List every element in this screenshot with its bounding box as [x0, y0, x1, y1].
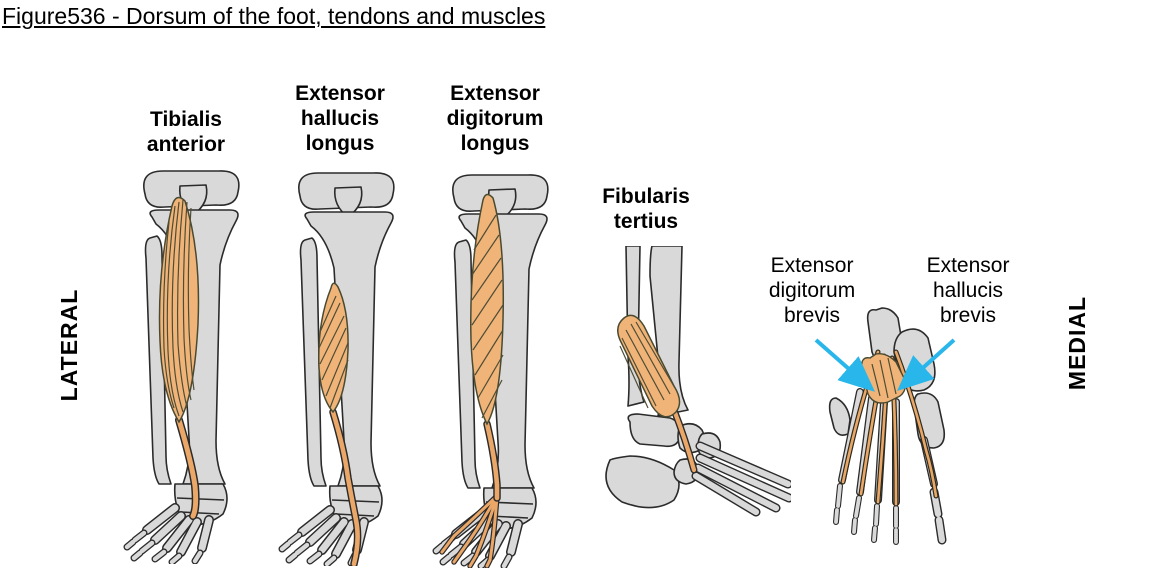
illustration-extensor-brevis-foot	[826, 300, 998, 552]
tibialis-anterior-muscle	[158, 196, 200, 520]
label-extensor-hallucis-longus: Extensor hallucis longus	[295, 82, 385, 155]
illustration-tibialis-anterior	[115, 166, 267, 564]
fibularis-tertius-muscle	[617, 314, 698, 474]
orientation-label-medial: MEDIAL	[1064, 295, 1090, 391]
label-extensor-digitorum-longus: Extensor digitorum longus	[446, 82, 544, 155]
leg-bones-group	[452, 174, 549, 530]
ehb-arrow-icon	[897, 338, 956, 392]
illustration-fibularis-tertius	[596, 246, 791, 536]
figure-title: Figure536 - Dorsum of the foot, tendons …	[2, 3, 546, 29]
edb-arrow-icon	[814, 338, 876, 392]
label-extensor-hallucis-brevis: Extensor hallucis brevis	[926, 254, 1010, 327]
orientation-label-lateral: LATERAL	[56, 288, 82, 402]
leg-bones-group	[298, 172, 395, 528]
extensor-digitorum-longus-muscle	[439, 193, 505, 568]
illustration-extensor-hallucis-longus	[270, 168, 422, 566]
label-tibialis-anterior: Tibialis anterior	[146, 108, 226, 156]
foot-bones-group	[123, 503, 214, 564]
foot-bones-group	[691, 441, 791, 517]
extensor-brevis-muscles	[840, 349, 939, 507]
label-extensor-digitorum-brevis: Extensor digitorum brevis	[768, 254, 856, 327]
pointer-arrows	[800, 334, 975, 404]
illustration-extensor-digitorum-longus	[424, 170, 576, 568]
extensor-hallucis-longus-muscle	[318, 282, 362, 566]
label-fibularis-tertius: Fibularis tertius	[602, 185, 690, 233]
